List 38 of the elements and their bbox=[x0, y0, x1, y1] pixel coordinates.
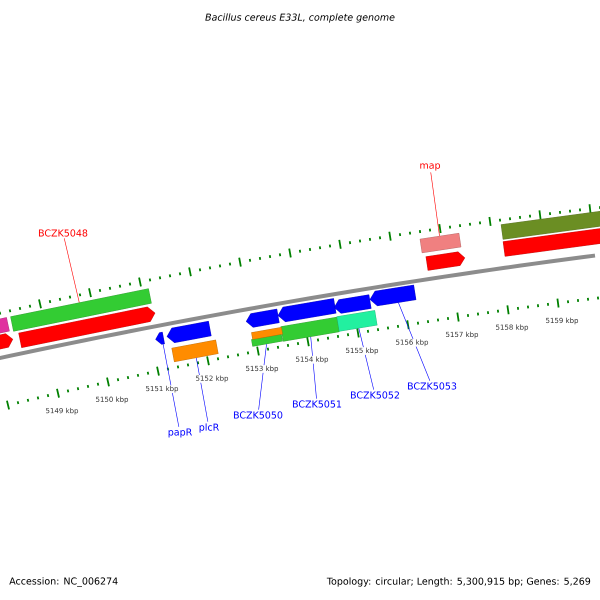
gene-block bbox=[10, 288, 152, 332]
gene-block bbox=[18, 306, 156, 348]
gene-label: BCZK5050 bbox=[234, 411, 282, 419]
gene-block bbox=[251, 327, 283, 340]
leader-line bbox=[310, 336, 317, 399]
gene-block bbox=[0, 333, 14, 352]
gene-label: map bbox=[420, 163, 440, 171]
gene-block bbox=[500, 210, 600, 240]
gene-block bbox=[426, 252, 466, 271]
gene-block bbox=[166, 320, 212, 343]
gene-block bbox=[0, 317, 10, 336]
footer-text: Topology: circular; Length: 5,300,915 bp; Genes: 5,269 bbox=[326, 577, 590, 587]
leader-line bbox=[162, 344, 180, 428]
gene-label: plcR bbox=[200, 423, 219, 433]
footer-text: Accession: NC_006274 bbox=[9, 577, 118, 587]
gene-block bbox=[336, 310, 378, 332]
gene-block bbox=[370, 284, 416, 306]
gene-block bbox=[502, 226, 600, 257]
gene-label: papR bbox=[168, 428, 192, 438]
title: Bacillus cereus E33L, complete genome bbox=[205, 13, 395, 23]
leader-line bbox=[358, 328, 374, 390]
gene-block bbox=[280, 316, 340, 342]
gene-block bbox=[420, 232, 462, 254]
gene-label: BCZK5051 bbox=[292, 400, 342, 408]
gene-block bbox=[246, 308, 280, 328]
leader-line bbox=[64, 238, 80, 303]
gene-label: BCZK5053 bbox=[408, 382, 456, 390]
gene-block bbox=[334, 294, 372, 314]
leader-line bbox=[258, 344, 267, 410]
gene-block bbox=[278, 298, 336, 322]
leader-line bbox=[398, 302, 430, 381]
leader-line bbox=[196, 358, 208, 422]
gene-label: BCZK5048 bbox=[38, 229, 88, 237]
gene-label: BCZK5052 bbox=[350, 391, 399, 399]
gene-block bbox=[251, 334, 283, 347]
gene-block bbox=[172, 340, 218, 362]
leader-line bbox=[430, 172, 440, 236]
gene-block bbox=[155, 332, 165, 345]
